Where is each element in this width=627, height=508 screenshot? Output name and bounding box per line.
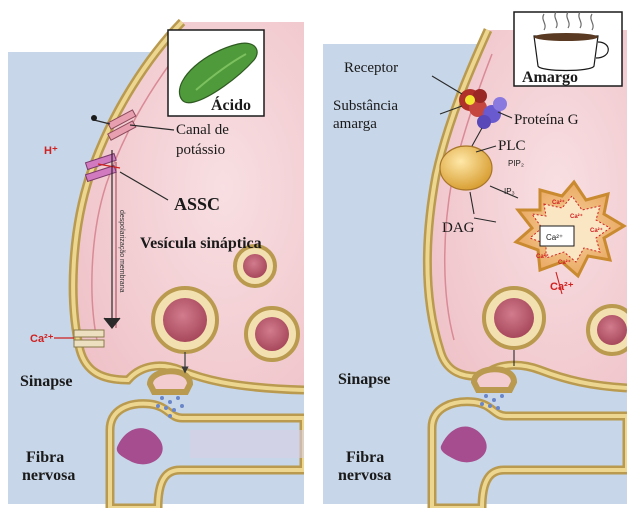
assc-label: ASSC	[174, 194, 220, 214]
bitter-substance	[465, 95, 475, 105]
right-panel-title: Amargo	[522, 69, 578, 86]
dag-label: DAG	[442, 220, 475, 236]
right-vesicle-1	[484, 288, 544, 348]
g-protein-label: Proteína G	[514, 112, 579, 128]
left-panel: Ácido H⁺ Canal de potássio ASSC despolar…	[8, 22, 304, 508]
er-ca-label-e: Ca²⁺	[558, 259, 571, 266]
er-ca-label-d: Ca²⁺	[536, 253, 549, 260]
pip2-label: PIP₂	[508, 159, 524, 168]
vesicle-label: Vesícula sináptica	[140, 235, 262, 252]
right-panel: Amargo Receptor Substância amarga Proteí…	[323, 12, 627, 508]
hydrogen-ion-label: H⁺	[44, 145, 58, 157]
right-synapse-bud	[474, 369, 514, 390]
er-center-ca-label: Ca²⁺	[546, 233, 563, 242]
right-fiber-label-line2: nervosa	[338, 467, 391, 484]
left-panel-title: Ácido	[211, 95, 251, 114]
depolarization-label: despolarização membrana	[118, 210, 125, 293]
substance-label-line1: Substância	[333, 98, 398, 114]
left-vesicle-3	[235, 246, 275, 286]
left-vesicle-1	[153, 288, 217, 352]
left-fiber-label-line2: nervosa	[22, 467, 75, 484]
left-vesicle-2	[246, 308, 298, 360]
er-ca-label-c: Ca²⁺	[590, 227, 603, 234]
er-ca-label-b: Ca²⁺	[570, 213, 583, 220]
left-synapse-label: Sinapse	[20, 373, 72, 390]
left-synapse-bud	[150, 371, 190, 392]
calcium-ion-label: Ca²⁺	[30, 333, 54, 345]
ip3-label: IP₃	[504, 187, 515, 196]
canal-label-line2: potássio	[176, 142, 225, 158]
released-ca-label: Ca²⁺	[550, 281, 574, 293]
left-fiber-label-line1: Fibra	[26, 449, 64, 466]
canal-label-line1: Canal de	[176, 122, 229, 138]
er-ca-label-a: Ca²⁺	[552, 199, 565, 206]
right-vesicle-2	[588, 306, 627, 354]
plc-label: PLC	[498, 138, 526, 154]
right-synapse-label: Sinapse	[338, 371, 390, 388]
substance-label-line2: amarga	[333, 116, 377, 132]
receptor-label: Receptor	[344, 60, 398, 76]
plc-enzyme	[440, 146, 492, 190]
right-fiber-label-line1: Fibra	[346, 449, 384, 466]
